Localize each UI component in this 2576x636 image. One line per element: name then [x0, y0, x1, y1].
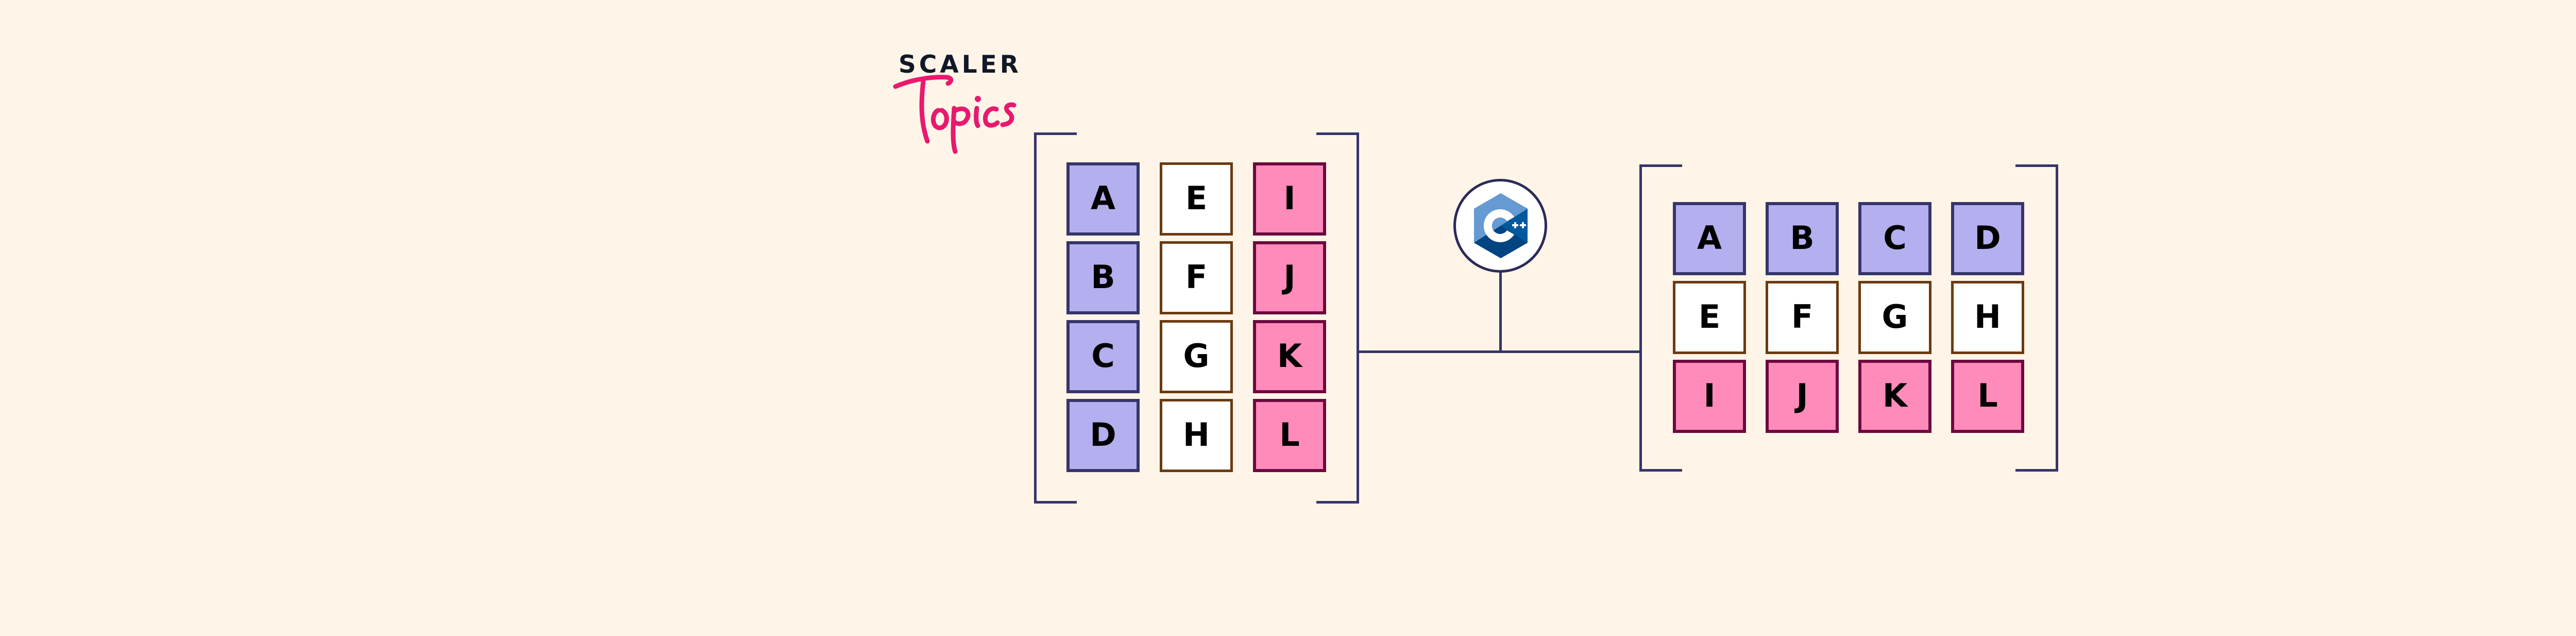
left-matrix-cell: A: [1066, 162, 1140, 236]
cell-label: E: [1698, 297, 1721, 336]
cell-label: J: [1283, 258, 1296, 296]
right-matrix-cell: L: [1951, 360, 2024, 433]
cell-label: E: [1185, 179, 1208, 217]
cell-label: L: [1977, 376, 1998, 414]
cell-label: A: [1697, 219, 1722, 257]
cell-label: C: [1883, 219, 1907, 257]
left-matrix-cell: F: [1160, 241, 1233, 314]
cell-label: G: [1183, 337, 1210, 375]
cell-label: F: [1791, 297, 1814, 336]
right-matrix-cell: K: [1858, 360, 1931, 433]
cell-label: C: [1091, 337, 1115, 375]
left-matrix-cell: C: [1066, 320, 1140, 393]
scaler-topics-logo: SCALER: [891, 47, 1020, 156]
left-matrix-cell: B: [1066, 241, 1140, 314]
cell-label: L: [1279, 415, 1300, 454]
cell-label: B: [1790, 219, 1815, 257]
cpp-logo-icon: [1474, 193, 1528, 258]
right-matrix-open-bracket: [1639, 164, 1682, 472]
cpp-logo-badge: [1453, 179, 1547, 273]
left-matrix-cell: G: [1160, 320, 1233, 393]
left-matrix-cell: D: [1066, 399, 1140, 472]
cell-label: B: [1091, 258, 1115, 296]
left-matrix-cell: K: [1253, 320, 1326, 393]
cell-label: A: [1091, 179, 1115, 217]
right-matrix-cell: A: [1673, 202, 1746, 275]
right-matrix-close-bracket: [2015, 164, 2058, 472]
cell-label: K: [1882, 376, 1908, 414]
right-matrix-cell: D: [1951, 202, 2024, 275]
cell-label: I: [1283, 179, 1296, 217]
right-matrix-cell: I: [1673, 360, 1746, 433]
right-matrix-cell: E: [1673, 281, 1746, 354]
left-matrix-cell: I: [1253, 162, 1326, 236]
right-matrix-cell: J: [1766, 360, 1839, 433]
cell-label: I: [1703, 376, 1716, 414]
left-matrix-cell: H: [1160, 399, 1233, 472]
left-matrix-cell: J: [1253, 241, 1326, 314]
cell-label: K: [1277, 337, 1302, 375]
left-matrix-cell: L: [1253, 399, 1326, 472]
right-matrix-cell: B: [1766, 202, 1839, 275]
cell-label: D: [1974, 219, 2001, 257]
cell-label: H: [1974, 297, 2001, 336]
right-matrix-cell: F: [1766, 281, 1839, 354]
right-matrix-cell: G: [1858, 281, 1931, 354]
right-matrix-cell: H: [1951, 281, 2024, 354]
left-matrix-close-bracket: [1316, 132, 1359, 504]
cell-label: J: [1796, 376, 1808, 414]
right-matrix-cell: C: [1858, 202, 1931, 275]
left-matrix-cell: E: [1160, 162, 1233, 236]
left-matrix-open-bracket: [1034, 132, 1077, 504]
connector-vertical-stem: [1499, 271, 1502, 352]
logo-scaler-text: SCALER: [899, 51, 1022, 79]
cell-label: F: [1185, 258, 1208, 296]
cell-label: G: [1882, 297, 1908, 336]
logo-i-dot: [975, 96, 981, 102]
logo-topics-script: [893, 75, 1016, 154]
cell-label: H: [1183, 415, 1210, 454]
cell-label: D: [1090, 415, 1116, 454]
